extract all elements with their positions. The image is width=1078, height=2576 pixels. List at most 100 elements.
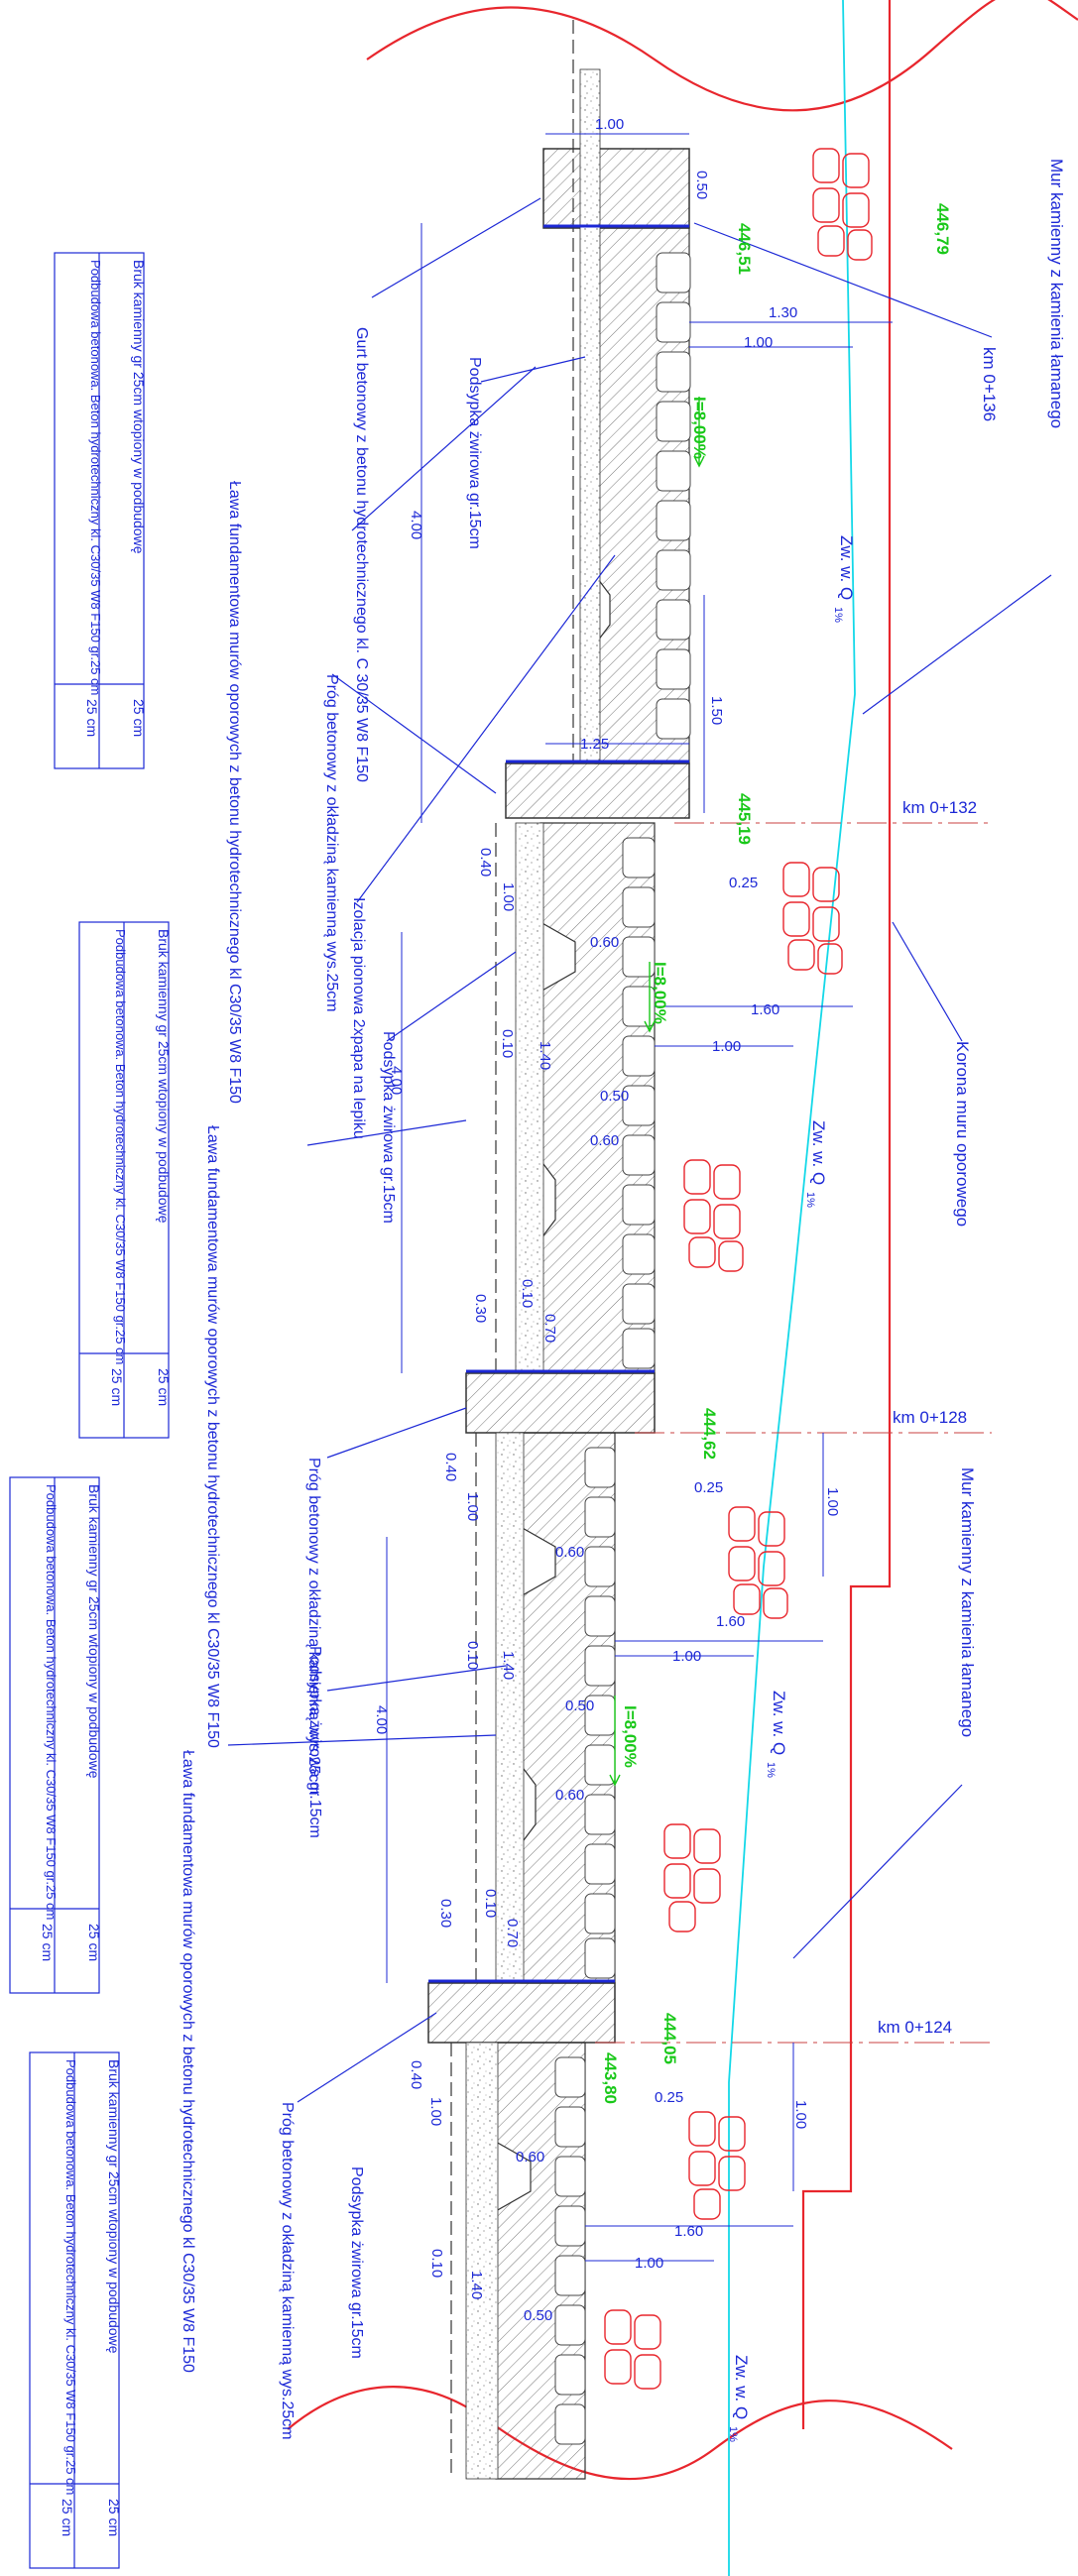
dim-1-00-c: 1.00 [500, 882, 517, 911]
dim-1-00-j: 1.00 [635, 2255, 663, 2272]
label-zw-4: Zw. w. Q [732, 2355, 751, 2419]
dimension-lines [386, 133, 893, 2262]
legend-4-row2: Podbudowa betonowa. Beton hydrotechniczn… [63, 2059, 78, 2495]
dim-0-60-b: 0.60 [590, 1132, 619, 1149]
dim-4-00-a: 4.00 [408, 511, 424, 539]
callout-podsypka-3: Podsypka żwirowa gr.15cm [306, 1646, 323, 1838]
stone-clusters [604, 148, 873, 2390]
dim-0-40-a: 0.40 [477, 848, 494, 877]
legend-1-row1: Bruk kamienny gr 25cm wtopiony w podbudo… [131, 260, 147, 554]
callout-prog-3: Próg betonowy z okładziną kamienną wys.2… [279, 2102, 296, 2440]
gravel-bed-1 [579, 68, 601, 764]
dim-0-70-b: 0.70 [504, 1919, 521, 1947]
label-zw-sub-1: 1% [832, 607, 844, 623]
leader-mur-top [862, 574, 1052, 715]
section-2-structure [465, 822, 656, 1434]
callout-lawa-2: Ława fundamentowa murów oporowych z beto… [204, 1125, 221, 1748]
footing-3 [427, 1982, 616, 2044]
dim-0-25-a: 0.25 [729, 875, 758, 891]
dim-1-00-d: 1.00 [712, 1038, 741, 1055]
legend-2-row2: Podbudowa betonowa. Beton hydrotechniczn… [113, 929, 128, 1364]
legend-4-row1: Bruk kamienny gr 25cm wtopiony w podbudo… [106, 2059, 122, 2354]
dim-0-60-d: 0.60 [555, 1787, 584, 1804]
dim-0-30-a: 0.30 [472, 1294, 489, 1323]
legend-4-val2: 25 cm [60, 2499, 75, 2536]
stone-cluster-7 [604, 2309, 661, 2390]
dim-1-60-b: 1.60 [716, 1613, 745, 1630]
leader-lines [227, 197, 1052, 2103]
dim-1-00-f: 1.00 [464, 1492, 481, 1521]
leader-lawa-1 [351, 366, 537, 531]
stone-cluster-3 [683, 1159, 744, 1272]
label-km124: km 0+124 [878, 2018, 952, 2037]
slope-label-3: I=8,00% [621, 1705, 640, 1768]
leader-prog-1 [331, 673, 497, 794]
right-bank-edge [801, 0, 892, 2429]
legend-3-row2: Podbudowa betonowa. Beton hydrotechniczn… [44, 1484, 59, 1920]
dim-4-00-c: 4.00 [373, 1705, 390, 1734]
callout-gurt: Gurt betonowy z betonu hydrotechnicznego… [353, 327, 370, 782]
dim-0-10-c: 0.10 [464, 1641, 481, 1670]
stone-cluster-4 [728, 1506, 788, 1619]
dim-0-50-b: 0.50 [600, 1088, 629, 1105]
dim-1-00-i: 1.00 [427, 2097, 444, 2126]
legend-1-val1: 25 cm [131, 699, 147, 737]
stone-pavement-1 [656, 252, 691, 740]
gravel-bed-2 [515, 822, 544, 1374]
leader-izolacja [356, 554, 616, 903]
dim-1-00-a: 1.00 [595, 116, 624, 133]
leader-korona [892, 921, 963, 1042]
dim-1-60-a: 1.60 [751, 1001, 779, 1018]
stone-pavement-4 [554, 2056, 586, 2445]
label-zw-sub-4: 1% [727, 2426, 739, 2442]
elevation-445-19: 445,19 [735, 793, 754, 845]
footing-2 [465, 1372, 656, 1434]
dim-0-10-a: 0.10 [499, 1029, 516, 1058]
dim-1-40-b: 1.40 [500, 1651, 517, 1680]
callout-prog-2: Próg betonowy z okładziną kamienną wys.2… [305, 1458, 322, 1796]
callout-podsypka-1: Podsypka żwirowa gr.15cm [466, 357, 483, 549]
legend-3-row1: Bruk kamienny gr 25cm wtopiony w podbudo… [86, 1484, 102, 1779]
dim-0-50-c: 0.50 [565, 1698, 594, 1714]
callout-lawa-1: Ława fundamentowa murów oporowych z beto… [226, 481, 243, 1104]
legend-2-val2: 25 cm [109, 1368, 125, 1406]
elevation-444-62: 444,62 [700, 1408, 719, 1460]
leader-lawa-3 [227, 1734, 497, 1746]
dim-1-60-c: 1.60 [674, 2223, 703, 2240]
section-3-structure [427, 1432, 616, 2044]
legend-1-row2: Podbudowa betonowa. Beton hydrotechniczn… [88, 260, 103, 695]
callout-izolacja: Izolacja pionowa 2xpapa na lepiku [350, 897, 367, 1139]
stone-cluster-2 [782, 862, 843, 975]
dim-1-50: 1.50 [708, 696, 725, 725]
dim-1-00-h: 1.00 [792, 2100, 809, 2129]
dim-0-60-e: 0.60 [516, 2149, 544, 2166]
dim-1-40-c: 1.40 [468, 2271, 485, 2299]
dim-0-40-c: 0.40 [408, 2060, 424, 2089]
label-zw-3: Zw. w. Q [770, 1691, 788, 1755]
dim-0-10-e: 0.10 [428, 2249, 445, 2278]
dim-0-70-a: 0.70 [541, 1314, 558, 1343]
label-km136: km 0+136 [980, 347, 999, 421]
leader-prog-3 [297, 2012, 437, 2103]
label-zw-1: Zw. w. Q [837, 535, 856, 600]
callout-prog-1: Próg betonowy z okładziną kamienną wys.2… [323, 674, 340, 1012]
gravel-bed-4 [465, 2042, 499, 2480]
dim-0-60-a: 0.60 [590, 934, 619, 951]
dim-1-25: 1.25 [580, 736, 609, 753]
dim-0-10-b: 0.10 [519, 1279, 536, 1308]
stone-cluster-6 [688, 2111, 746, 2220]
leader-gurt [371, 197, 541, 298]
slope-label-1: I=8,00% [690, 397, 709, 459]
legend-2-val1: 25 cm [156, 1368, 172, 1406]
elevation-446-79: 446,79 [933, 203, 952, 255]
label-korona: Korona muru oporowego [953, 1041, 972, 1227]
river-bank-lines [287, 0, 1078, 2481]
drawing-text: Mur kamienny z kamienia łamanego Korona … [40, 116, 1066, 2536]
footing-1 [505, 762, 690, 819]
label-mur-bottom: Mur kamienny z kamienia łamanego [958, 1467, 977, 1737]
elevation-446-51: 446,51 [735, 223, 754, 275]
lower-bank-wave [287, 2386, 953, 2481]
stone-cluster-1 [812, 148, 873, 261]
slope-arrows [609, 397, 705, 1787]
legend-table-frames [9, 252, 170, 2569]
